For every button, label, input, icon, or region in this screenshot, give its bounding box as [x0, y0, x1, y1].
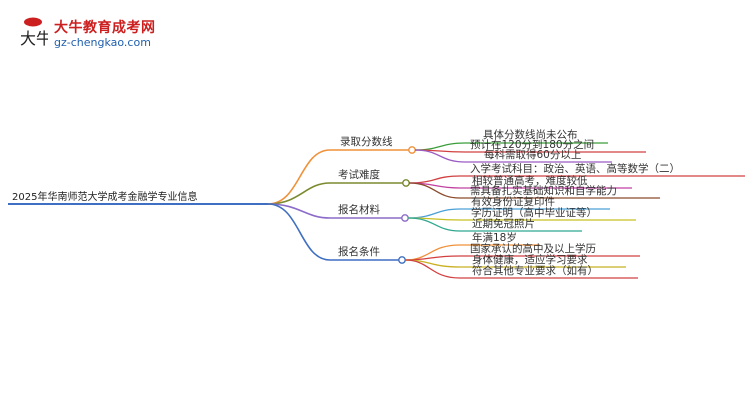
- leaf-exam-subjects[interactable]: 入学考试科目：政治、英语、高等数学（二）: [470, 163, 680, 175]
- logo-url: gz-chengkao.com: [54, 36, 151, 49]
- branch-application-requirements[interactable]: 报名条件: [338, 246, 380, 258]
- node-branch-0: [408, 146, 416, 154]
- edge-branch-3: [267, 203, 400, 261]
- edge-branch-1: [267, 182, 404, 205]
- edge-leaf-1-2: [408, 182, 660, 199]
- logo-name: 大牛教育成考网: [54, 20, 156, 36]
- leaf-score-range[interactable]: 预计在120分到180分之间: [470, 139, 595, 151]
- leaf-id-copy[interactable]: 有效身份证复印件: [471, 196, 555, 208]
- leaf-education-proof[interactable]: 学历证明（高中毕业证等）: [471, 207, 597, 219]
- leaf-score-per-subject[interactable]: 每科需取得60分以上: [484, 149, 582, 161]
- branch-application-materials[interactable]: 报名材料: [338, 204, 380, 216]
- site-logo[interactable]: 大牛 大牛教育成考网 gz-chengkao.com: [18, 16, 168, 52]
- leaf-self-study-ability[interactable]: 需具备扎实基础知识和自学能力: [470, 185, 617, 197]
- branch-exam-difficulty[interactable]: 考试难度: [338, 169, 380, 181]
- node-branch-1: [402, 179, 410, 187]
- edge-leaf-3-3: [404, 259, 638, 279]
- leaf-age-18[interactable]: 年满18岁: [472, 232, 517, 244]
- leaf-score-not-announced[interactable]: 具体分数线尚未公布: [483, 129, 578, 141]
- leaf-good-health[interactable]: 身体健康，适应学习要求: [472, 254, 588, 266]
- edge-branch-0: [267, 149, 410, 205]
- leaf-other-requirements[interactable]: 符合其他专业要求（如有）: [472, 265, 598, 277]
- edge-branch-2: [267, 203, 403, 219]
- leaf-recent-photo[interactable]: 近期免冠照片: [472, 218, 535, 230]
- branch-cutoff-score[interactable]: 录取分数线: [340, 136, 393, 148]
- node-branch-2: [401, 214, 409, 222]
- edge-leaf-0-2: [414, 149, 612, 163]
- logo-mark-icon: 大牛: [20, 17, 48, 48]
- leaf-difficulty-lower[interactable]: 相较普通高考，难度较低: [472, 175, 588, 187]
- node-branch-3: [398, 256, 406, 264]
- leaf-high-school-education[interactable]: 国家承认的高中及以上学历: [470, 243, 596, 255]
- root-topic[interactable]: 2025年华南师范大学成考金融学专业信息: [12, 192, 198, 203]
- logo-mark-text: 大牛: [20, 29, 48, 48]
- edge-leaf-2-2: [407, 217, 582, 232]
